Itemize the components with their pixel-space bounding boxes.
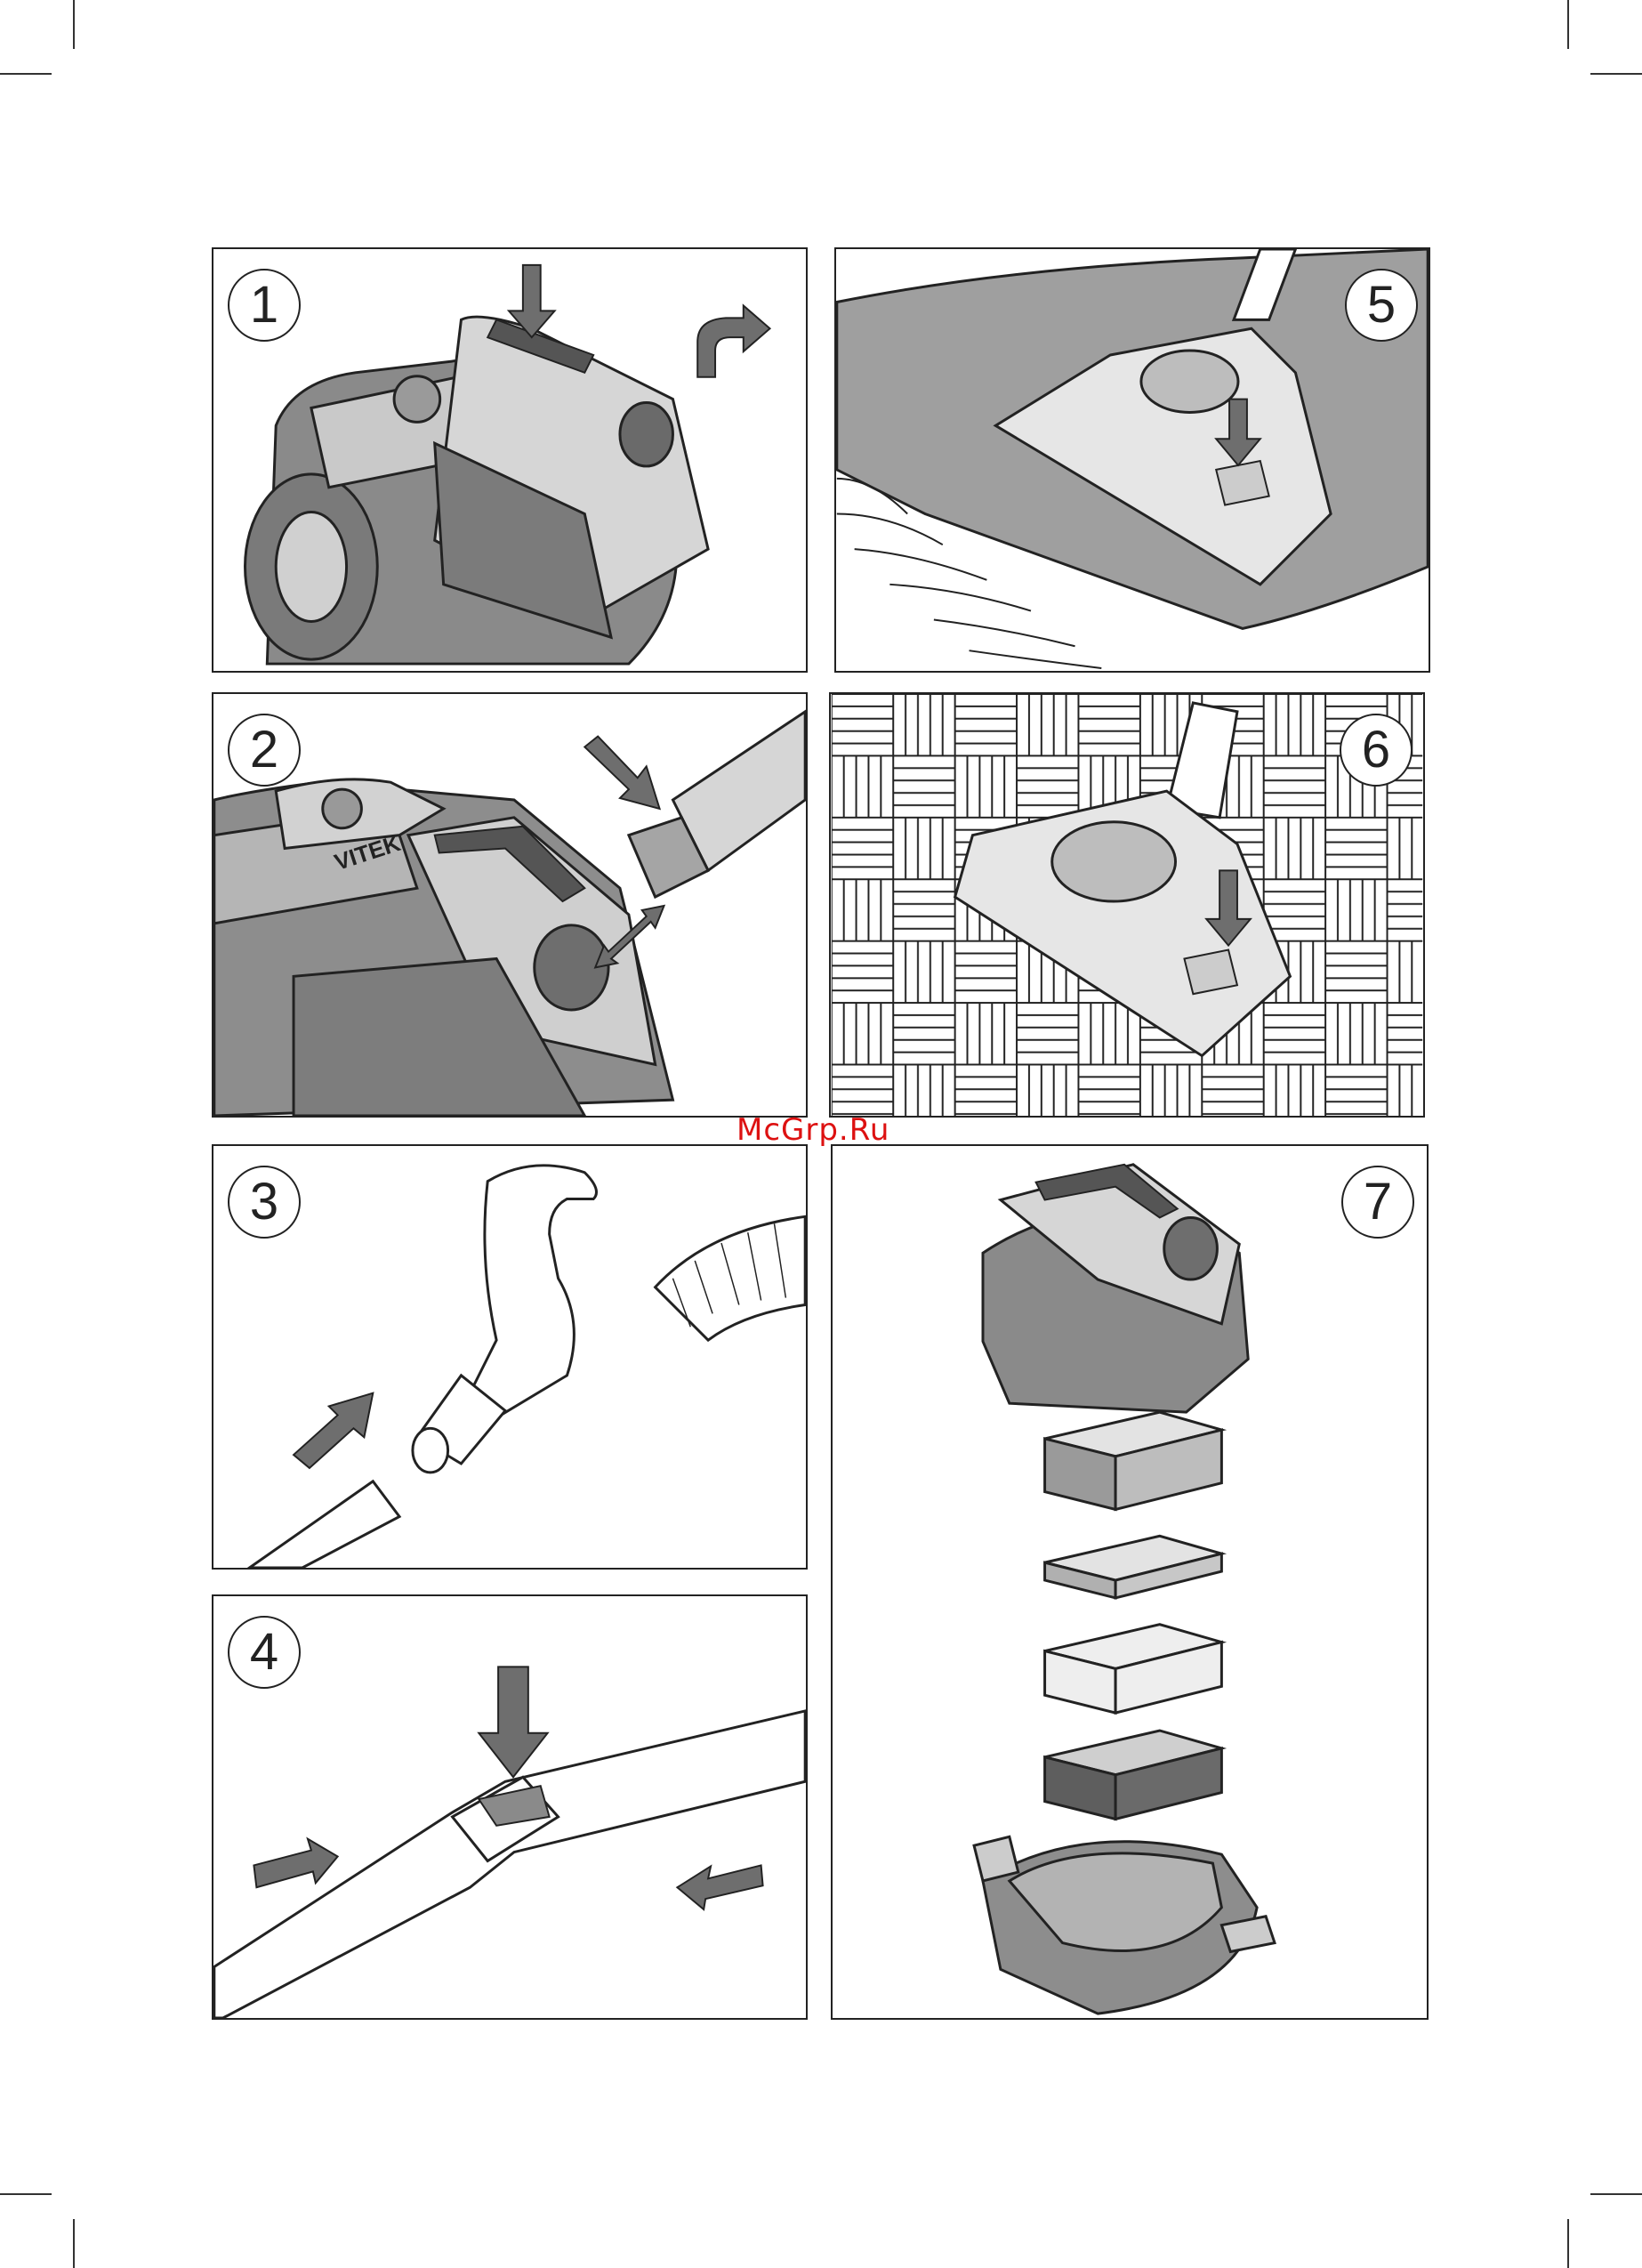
panel-2-connect-hose: 2 VITEK [212,692,808,1118]
hose-handle-illustration [213,1146,806,1568]
arrow-left-icon [677,1865,762,1909]
step-number: 7 [1341,1166,1414,1239]
step-number: 2 [228,714,301,787]
panel-7-filter-assembly: 7 [831,1144,1429,2020]
arrow-curved-icon [697,305,769,376]
panel-4-telescopic-tube: 4 [212,1594,808,2020]
arrow-right-icon [254,1839,337,1888]
crop-mark [1590,73,1642,75]
step-number: 1 [228,269,301,342]
crop-mark [1590,2193,1642,2195]
panel-3-attach-tube: 3 [212,1144,808,1570]
crop-mark [1567,0,1569,49]
arrow-right-icon [294,1393,373,1468]
filter-block [1045,1731,1222,1819]
exploded-filter-illustration [833,1146,1427,2018]
arrow-down-icon [479,1667,547,1777]
telescopic-tube-illustration [213,1596,806,2018]
crop-mark [0,73,52,75]
panel-5-carpet-mode: 5 [834,247,1430,673]
carpet-brush-illustration [836,249,1429,671]
arrow-down-icon [584,737,659,809]
crop-mark [1567,2219,1569,2268]
vacuum-cleaner-illustration [213,249,806,671]
crop-mark [73,0,75,49]
dust-container [974,1836,1275,2014]
step-number: 4 [228,1616,301,1689]
step-number: 6 [1340,714,1413,787]
vacuum-hose-illustration: VITEK [213,694,806,1116]
step-number: 3 [228,1166,301,1239]
foam-filter [1045,1536,1222,1598]
filter-frame [1045,1625,1222,1713]
panel-1-open-lid: 1 [212,247,808,673]
crop-mark [73,2219,75,2268]
watermark: McGrp.Ru [736,1112,889,1148]
parquet-brush-illustration [831,694,1423,1116]
panel-6-floor-mode: 6 [829,692,1425,1118]
hepa-filter [1045,1412,1222,1509]
crop-mark [0,2193,52,2195]
step-number: 5 [1345,269,1418,342]
